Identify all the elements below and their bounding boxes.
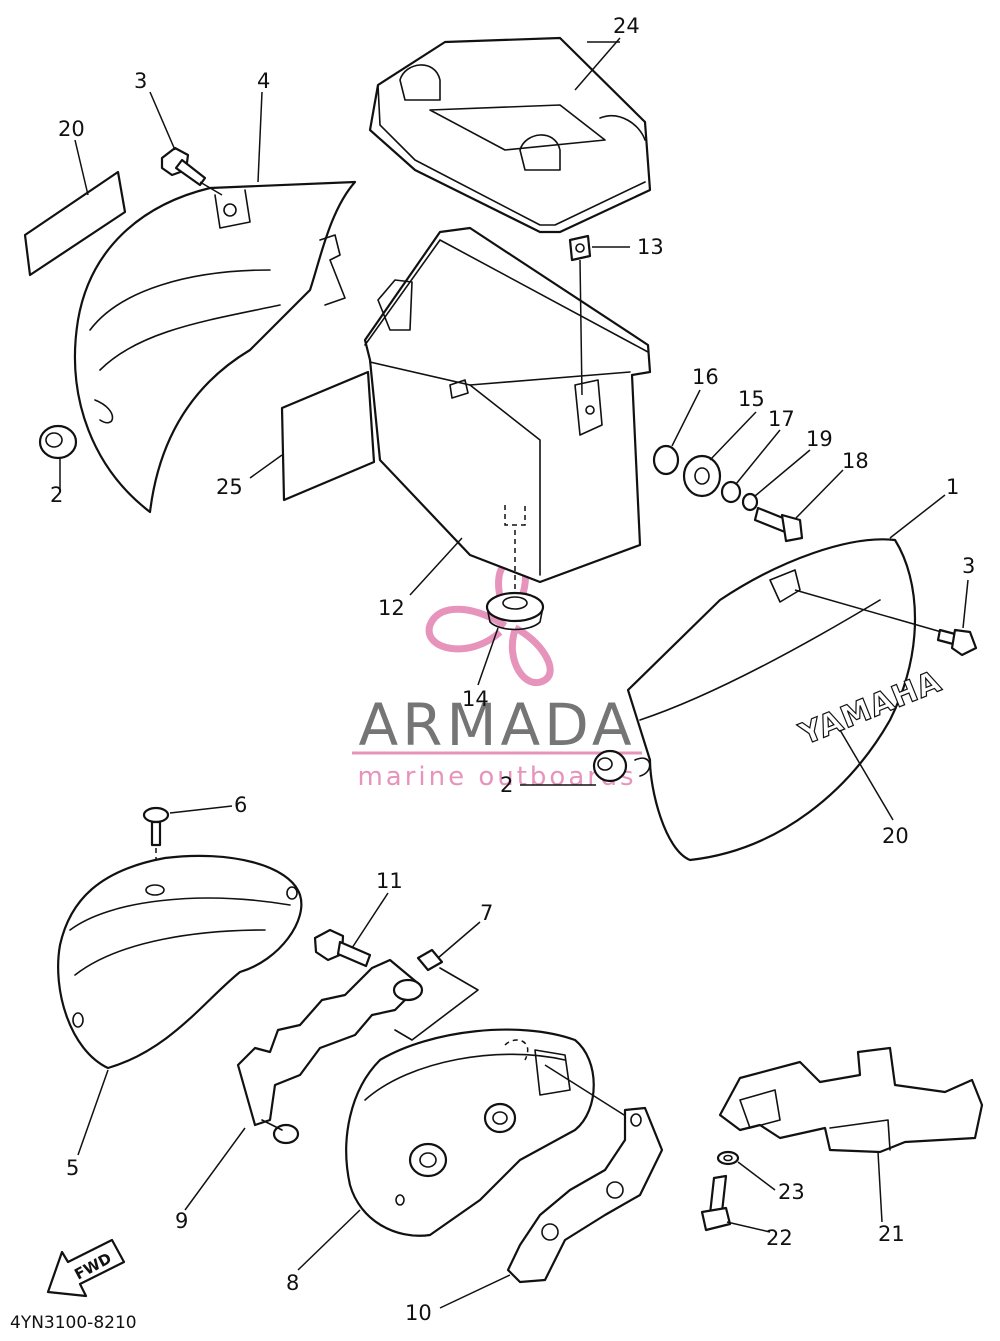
- callout-5: 5: [66, 1156, 79, 1180]
- callout-13: 13: [637, 235, 664, 259]
- forward-arrow: FWD: [46, 1238, 126, 1298]
- callout-25: 25: [216, 475, 243, 499]
- collar-16: [652, 444, 680, 476]
- bolt-3-right: [794, 589, 978, 657]
- callout-6: 6: [234, 793, 247, 817]
- callout-22: 22: [766, 1226, 793, 1250]
- bracket-21: [718, 1046, 984, 1154]
- grommet-14: [485, 530, 545, 631]
- callout-4: 4: [257, 69, 270, 93]
- mount-hardware-15-19: [652, 444, 804, 543]
- damper-15: [682, 454, 722, 498]
- callout-17: 17: [768, 407, 795, 431]
- callout-3-right: 3: [962, 554, 975, 578]
- callout-2-left: 2: [50, 483, 63, 507]
- nut-7: [394, 948, 479, 1041]
- callout-12: 12: [378, 596, 405, 620]
- callout-2-right: 2: [500, 773, 513, 797]
- label-25: [280, 370, 376, 502]
- screw-6: [142, 806, 170, 888]
- bracket-9: [236, 958, 424, 1145]
- callout-18: 18: [842, 449, 869, 473]
- callout-10: 10: [405, 1301, 432, 1325]
- callout-23: 23: [778, 1180, 805, 1204]
- bolt-11: [313, 928, 372, 968]
- battery-24: [368, 36, 652, 234]
- callout-20-right: 20: [882, 824, 909, 848]
- nut-13: [568, 234, 592, 396]
- watermark: ARMADA marine outboards: [352, 556, 642, 792]
- watermark-brand: ARMADA: [358, 691, 635, 759]
- washer-17: [720, 480, 742, 504]
- callout-numbers: 24 3 4 20 13 16 15 17 19 18 1 25 2 3 12 …: [50, 14, 975, 1325]
- battery-box-12: [363, 226, 652, 584]
- bolt-22: [700, 1174, 732, 1232]
- grommet-2-right: [592, 749, 628, 783]
- bolt-3-left: [160, 146, 223, 196]
- callout-16: 16: [692, 365, 719, 389]
- leader-lines: [59, 37, 969, 1309]
- callout-7: 7: [480, 901, 493, 925]
- case-8: [345, 1028, 633, 1237]
- callout-20-left: 20: [58, 117, 85, 141]
- callout-11: 11: [376, 869, 403, 893]
- callout-3-left: 3: [134, 69, 147, 93]
- callout-21: 21: [878, 1222, 905, 1246]
- cover-5: [57, 854, 303, 1070]
- callout-15: 15: [738, 387, 765, 411]
- side-cover-1: YAMAHA: [626, 538, 947, 862]
- bracket-10: [506, 1106, 664, 1284]
- washer-23: [716, 1150, 740, 1166]
- callout-14: 14: [462, 687, 489, 711]
- drawing-code: 4YN3100-8210: [10, 1313, 137, 1333]
- side-cover-4: [74, 180, 357, 514]
- callout-9: 9: [175, 1209, 188, 1233]
- callout-1: 1: [946, 475, 959, 499]
- callout-8: 8: [286, 1271, 299, 1295]
- washer-19: [741, 492, 759, 512]
- grommet-2-left: [38, 424, 78, 460]
- callout-24: 24: [613, 14, 640, 38]
- callout-19: 19: [806, 427, 833, 451]
- watermark-tagline: marine outboards: [357, 762, 636, 792]
